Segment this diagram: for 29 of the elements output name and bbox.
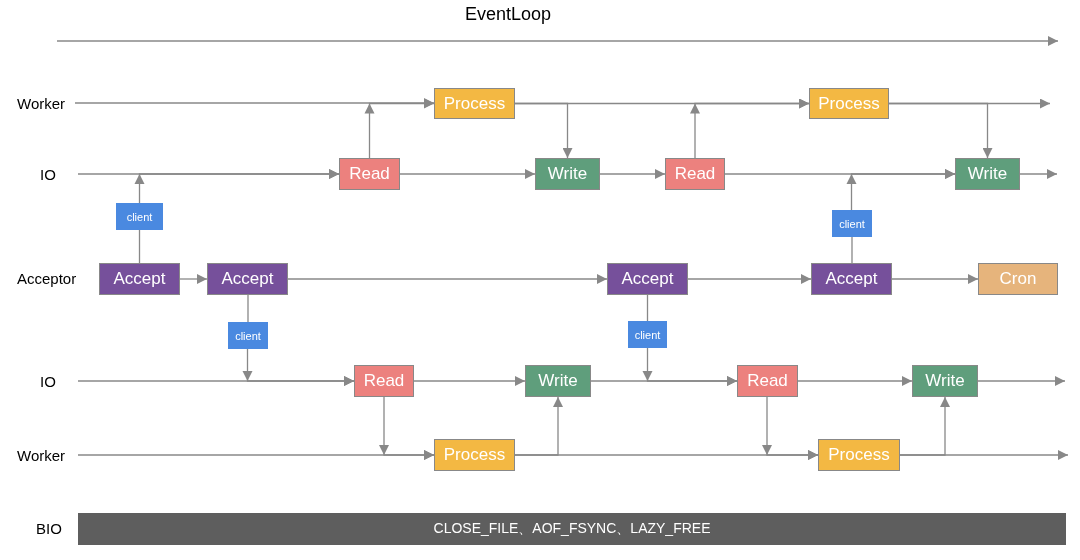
read-box: Read xyxy=(737,365,798,397)
accept-box: Accept xyxy=(607,263,688,295)
write-box: Write xyxy=(535,158,600,190)
client-tag: client xyxy=(228,322,268,349)
read-box: Read xyxy=(354,365,414,397)
row-label: Acceptor xyxy=(17,270,77,287)
write-box: Write xyxy=(912,365,978,397)
process-box: Process xyxy=(818,439,900,471)
process-box: Process xyxy=(809,88,889,119)
process-box: Process xyxy=(434,88,515,119)
row-label: IO xyxy=(40,371,62,391)
accept-box: Accept xyxy=(207,263,288,295)
client-tag: client xyxy=(116,203,163,230)
process-box: Process xyxy=(434,439,515,471)
read-box: Read xyxy=(665,158,725,190)
row-label: IO xyxy=(40,164,62,184)
cron-box: Cron xyxy=(978,263,1058,295)
row-label: Worker xyxy=(17,445,71,465)
write-box: Write xyxy=(955,158,1020,190)
accept-box: Accept xyxy=(99,263,180,295)
accept-box: Accept xyxy=(811,263,892,295)
client-tag: client xyxy=(832,210,872,237)
read-box: Read xyxy=(339,158,400,190)
client-tag: client xyxy=(628,321,667,348)
row-label: BIO xyxy=(36,520,62,537)
write-box: Write xyxy=(525,365,591,397)
row-label: Worker xyxy=(17,93,71,113)
diagram-title: EventLoop xyxy=(463,4,553,25)
background-task-bar: CLOSE_FILE、AOF_FSYNC、LAZY_FREE xyxy=(78,513,1066,545)
